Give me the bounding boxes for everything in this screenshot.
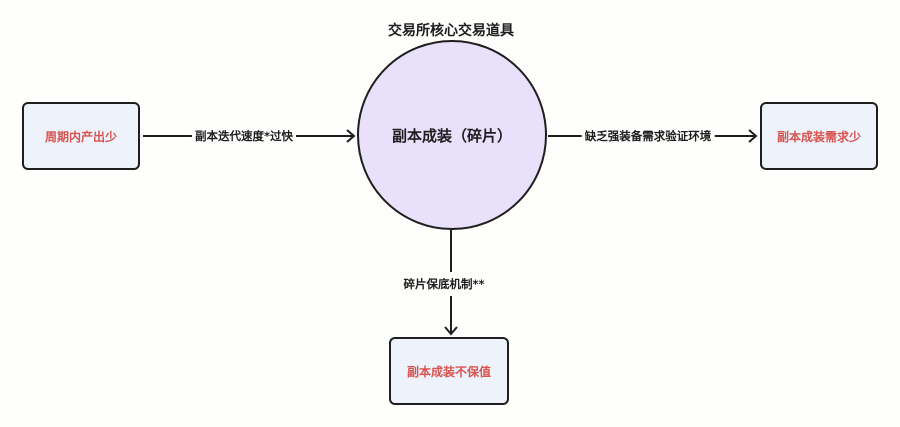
arrowhead-icon <box>444 326 458 336</box>
node-right-label: 副本成装需求少 <box>776 129 861 144</box>
node-bottom-label: 副本成装不保值 <box>406 364 491 379</box>
edge-label-bottom: 碎片保底机制** <box>400 272 488 296</box>
node-right: 副本成装需求少 <box>760 102 878 170</box>
arrowhead-icon <box>748 129 758 143</box>
node-left: 周期内产出少 <box>22 102 140 170</box>
edge-label-left: 副本迭代速度*过快 <box>191 128 297 144</box>
node-bottom: 副本成装不保值 <box>389 337 509 405</box>
arrowhead-icon <box>346 129 356 143</box>
node-left-label: 周期内产出少 <box>44 129 117 144</box>
center-node: 副本成装（碎片） <box>357 40 547 230</box>
center-node-label: 副本成装（碎片） <box>391 126 512 145</box>
diagram-title: 交易所核心交易道具 <box>388 23 514 39</box>
edge-label-right: 缺乏强装备需求验证环境 <box>581 128 715 144</box>
